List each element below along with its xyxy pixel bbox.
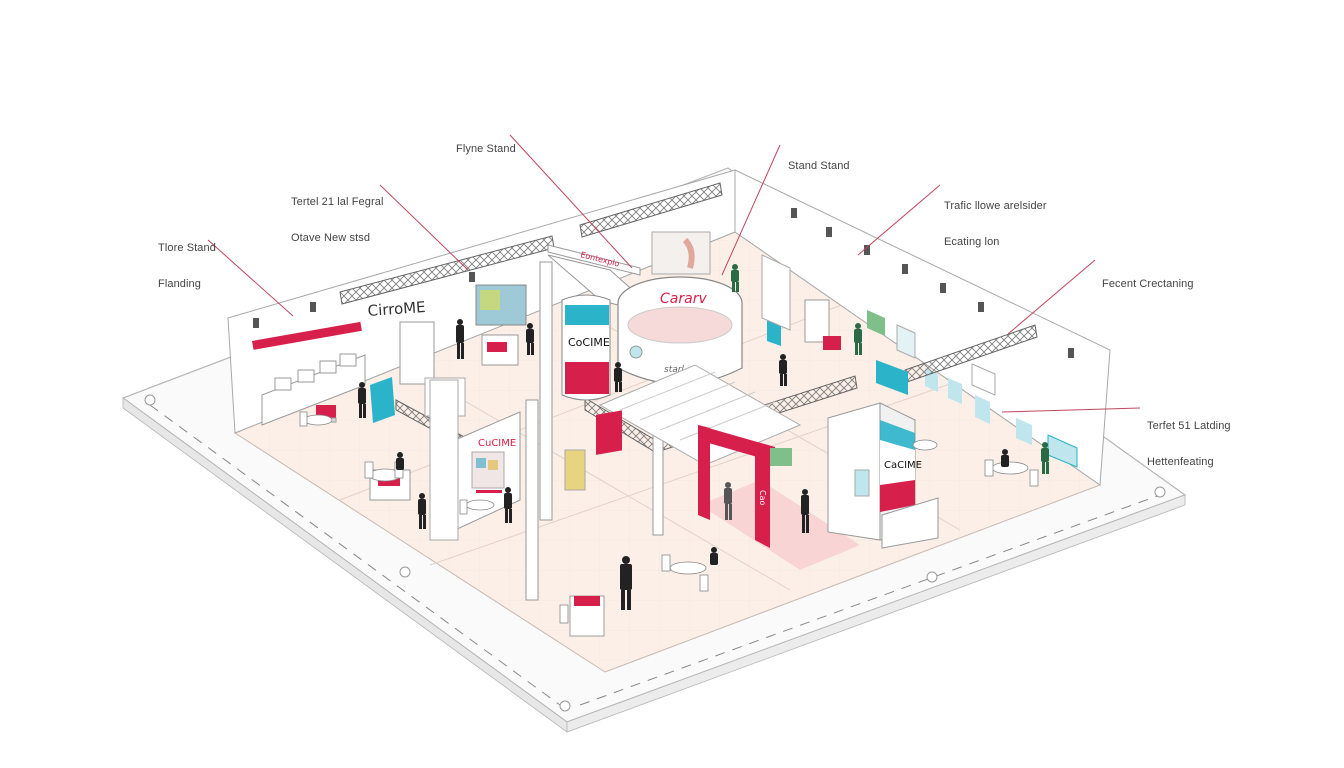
callout-stand-stand: Stand Stand xyxy=(788,136,850,184)
spotlight-row xyxy=(253,208,1074,358)
person-icon xyxy=(614,362,622,392)
spotlight-icon xyxy=(826,227,832,237)
central-round-stand: Cararv starl xyxy=(617,276,743,385)
person-icon xyxy=(724,482,732,520)
booth-right-tower: CaCIME xyxy=(827,402,939,549)
callout-traffic: Trafic llowe arelsider Ecating lon xyxy=(944,176,1047,260)
spotlight-icon xyxy=(469,272,475,282)
callout-line: Hettenfeating xyxy=(1147,456,1214,468)
callout-line: Flanding xyxy=(158,278,201,290)
booth-left-mid xyxy=(399,321,519,417)
spotlight-icon xyxy=(978,302,984,312)
booth-left-bottom: CuCIME xyxy=(369,379,521,541)
callout-store-stand: Tlore Stand Flanding xyxy=(158,218,216,302)
visitors xyxy=(358,264,1049,610)
callout-fecent: Fecent Crectaning xyxy=(1102,254,1194,302)
callout-line: Trafic llowe arelsider xyxy=(944,200,1047,212)
callout-line: Terfet 51 Latding xyxy=(1147,420,1231,432)
spotlight-icon xyxy=(1068,348,1074,358)
central-sub-sign: starl xyxy=(664,365,684,375)
callout-line: Tlore Stand xyxy=(158,242,216,254)
spotlight-icon xyxy=(902,264,908,274)
callout-line: Otave New stsd xyxy=(291,232,371,244)
person-icon xyxy=(854,323,862,355)
person-icon xyxy=(418,493,426,529)
spotlight-icon xyxy=(940,283,946,293)
spotlight-icon xyxy=(310,302,316,312)
person-icon xyxy=(358,382,366,418)
spotlight-icon xyxy=(791,208,797,218)
spotlight-icon xyxy=(864,245,870,255)
central-sign: Cararv xyxy=(660,291,707,307)
booth-sign: CuCIME xyxy=(478,438,516,449)
person-icon xyxy=(1041,442,1049,474)
road-dash-right xyxy=(579,494,1161,706)
spotlight-icon xyxy=(253,318,259,328)
callout-line: Flyne Stand xyxy=(456,143,516,155)
person-icon xyxy=(504,487,512,523)
pillar-display: CoCIME xyxy=(561,294,611,401)
person-icon xyxy=(526,323,534,355)
callout-tertel: Tertel 21 lal Fegral Otave New stsd xyxy=(291,172,384,256)
red-arch: Cao xyxy=(698,425,775,548)
person-icon xyxy=(710,547,718,565)
callout-tertel2: Terfet 51 Latding Hettenfeating xyxy=(1147,396,1231,480)
person-icon xyxy=(801,489,809,533)
wall-accent-stripe xyxy=(252,321,362,350)
hall-floor xyxy=(233,231,1102,673)
person-icon xyxy=(456,319,464,359)
callout-line: Ecating lon xyxy=(944,236,1000,248)
callout-line: Tertel 21 lal Fegral xyxy=(291,196,384,208)
truss-icon xyxy=(579,182,723,238)
person-icon xyxy=(1001,449,1009,467)
callout-line: Stand Stand xyxy=(788,160,850,172)
pillar-sign: CoCIME xyxy=(568,336,610,349)
leader-lines xyxy=(207,134,1141,413)
person-icon xyxy=(779,354,787,386)
top-display xyxy=(651,231,711,275)
arch-sign: Cao xyxy=(758,490,767,505)
wall-sign: CirroME xyxy=(367,298,426,320)
back-wall-right xyxy=(734,169,1111,486)
booth-right-sign: CaCIME xyxy=(884,460,922,471)
callout-flyne-stand: Flyne Stand xyxy=(456,119,516,167)
road-dash-left xyxy=(149,404,561,706)
person-icon xyxy=(396,452,404,470)
person-icon xyxy=(731,264,739,292)
booth-right-wall xyxy=(770,299,908,466)
person-icon xyxy=(620,556,632,610)
callout-line: Fecent Crectaning xyxy=(1102,278,1194,290)
